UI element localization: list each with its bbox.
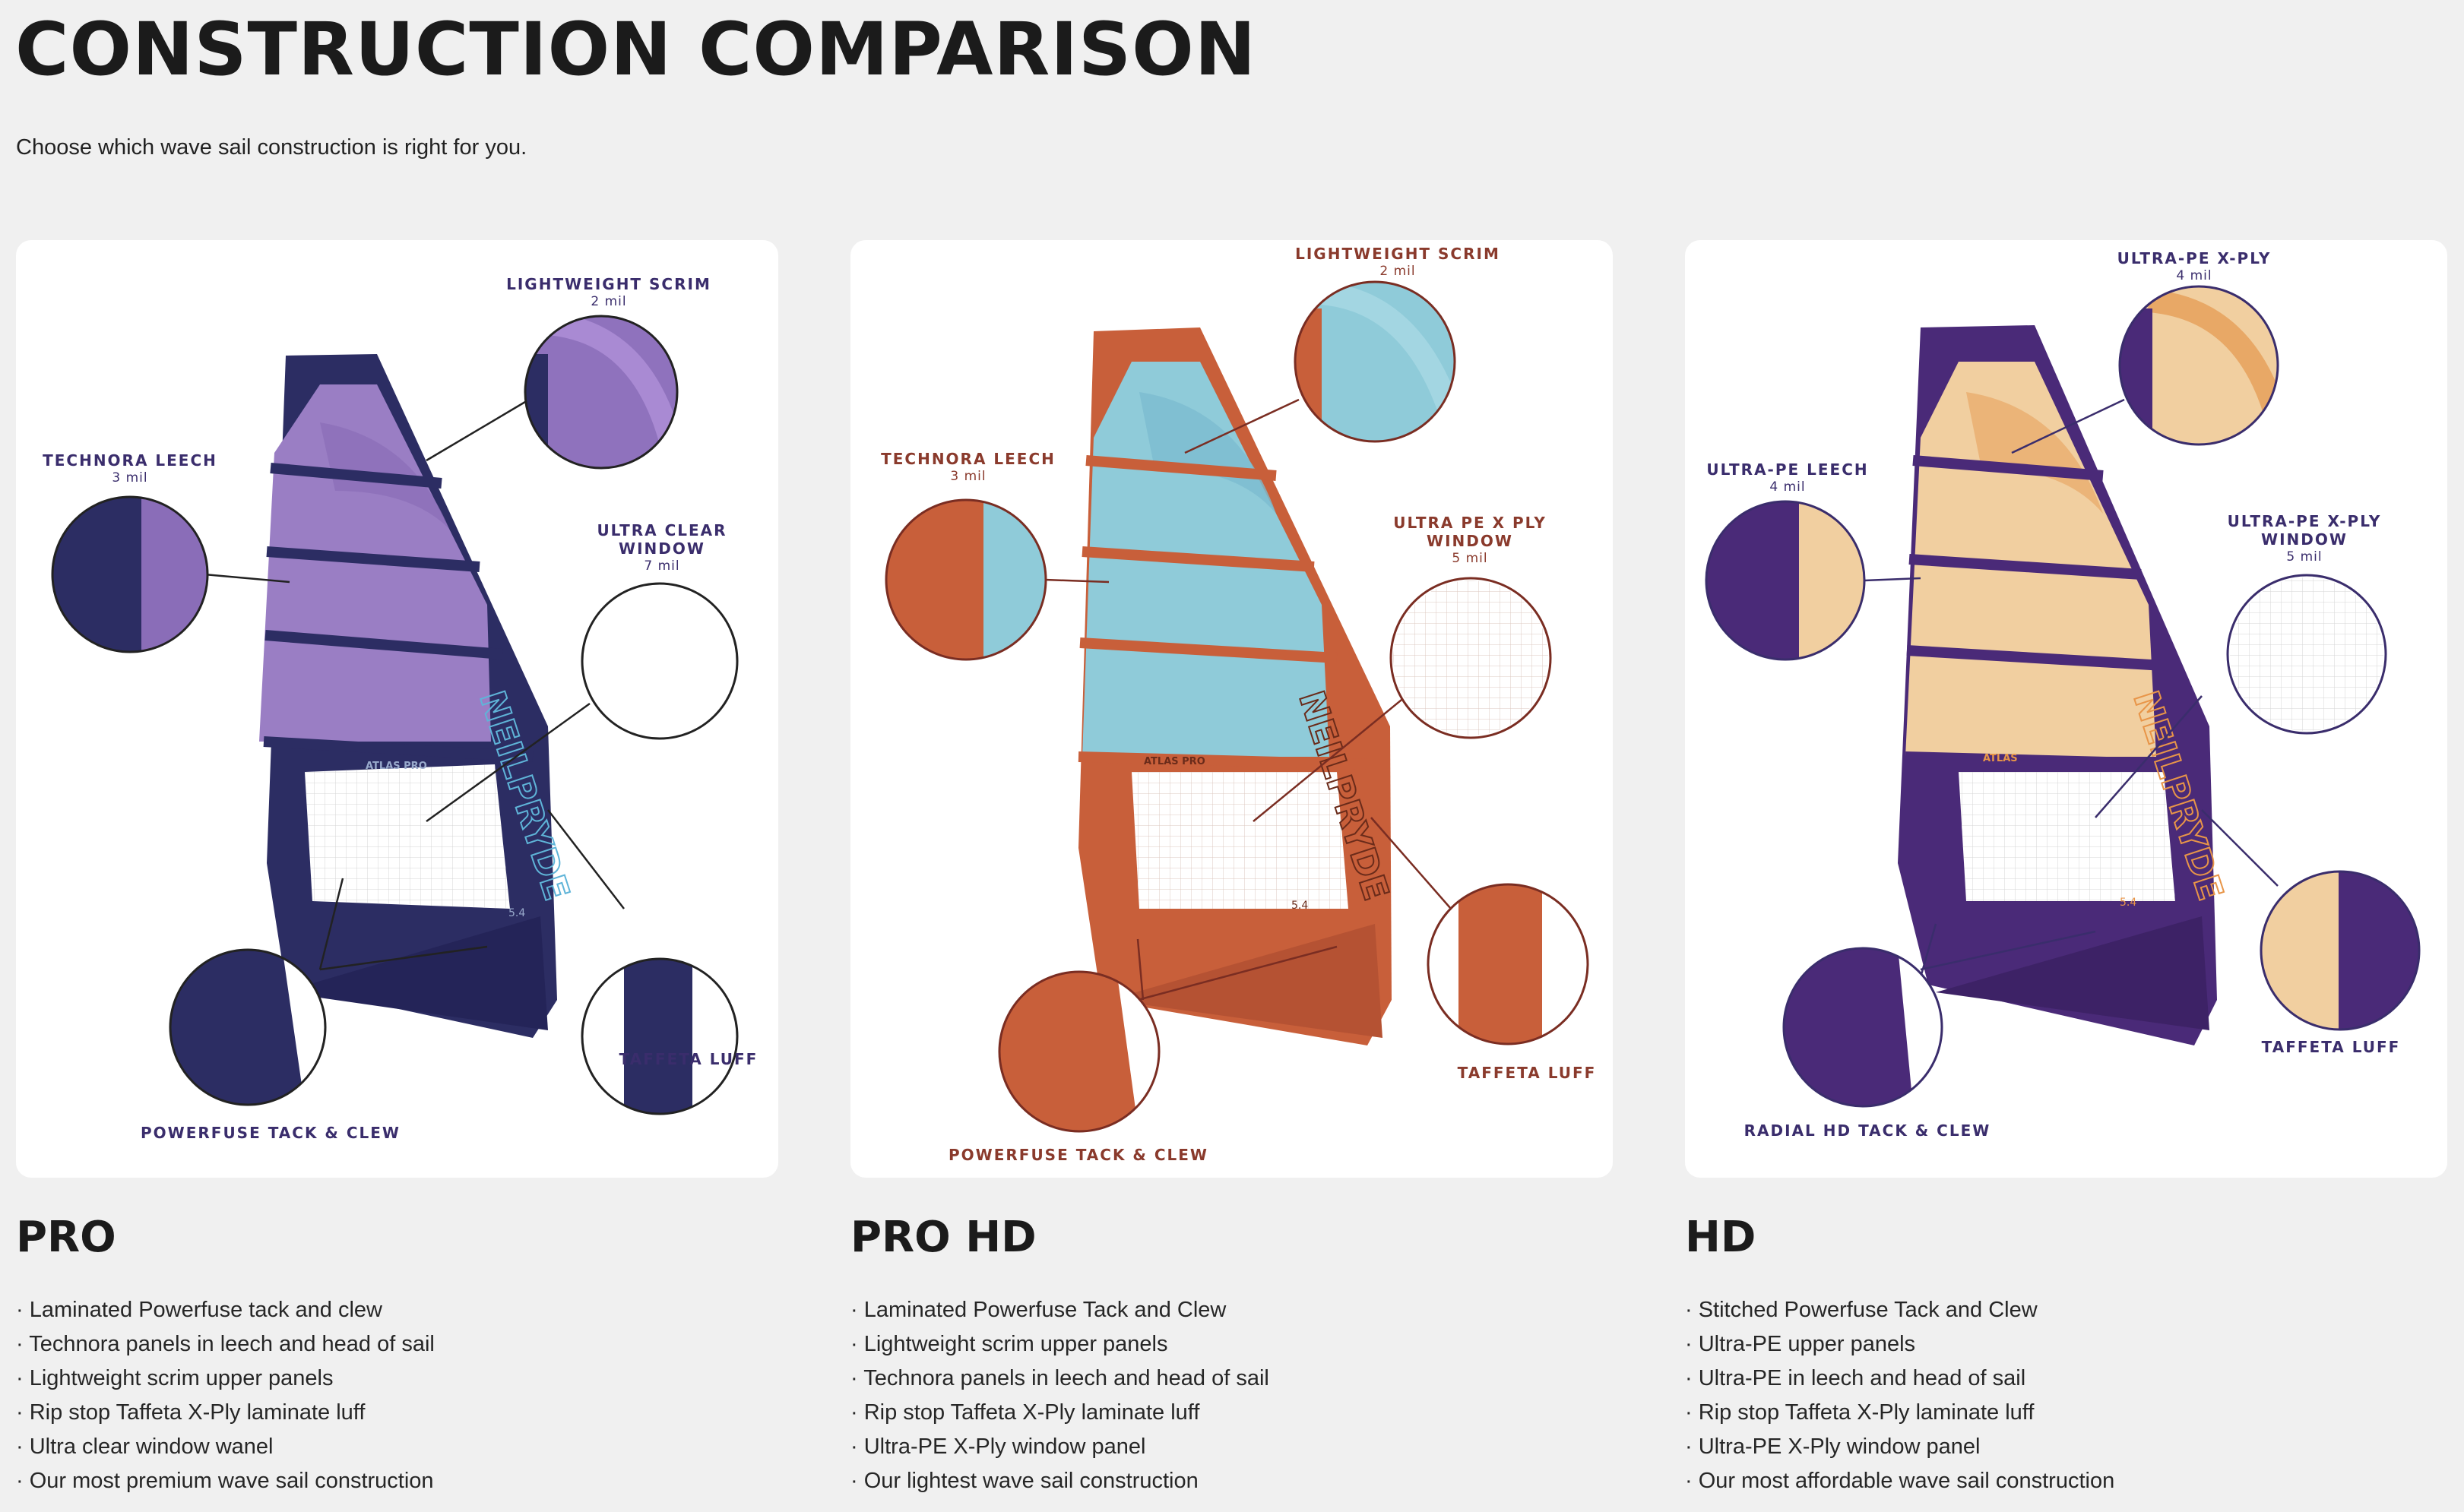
sail-illustration-pro-hd: NEILPRYDE ATLAS PRO 5.4	[885, 280, 1589, 1133]
sail-card-hd: NEILPRYDE ATLAS 5.4	[1685, 240, 2447, 1178]
list-item: Ultra-PE upper panels	[1685, 1327, 2114, 1362]
list-item: Ultra-PE X-Ply window panel	[1685, 1430, 2114, 1464]
sail-size-pro: 5.4	[508, 907, 525, 919]
page-subtitle: Choose which wave sail construction is r…	[16, 135, 527, 160]
detail-luff	[2260, 870, 2421, 1031]
sail-card-pro-hd: NEILPRYDE ATLAS PRO 5.4	[850, 240, 1613, 1178]
label-luff-pro-hd: TAFFETA LUFF	[1457, 1064, 1597, 1082]
detail-leech	[1705, 500, 1866, 661]
detail-tack	[1782, 947, 1943, 1108]
sail-model-pro: ATLAS PRO	[366, 761, 427, 772]
sail-body: NEILPRYDE ATLAS 5.4	[1898, 325, 2232, 1045]
feature-list-pro: Laminated Powerfuse tack and clew Techno…	[16, 1293, 435, 1498]
detail-scrim	[524, 315, 679, 470]
sail-illustration-pro: NEILPRYDE ATLAS PRO 5.4	[51, 315, 739, 1115]
list-item: Ultra-PE in leech and head of sail	[1685, 1362, 2114, 1396]
feature-list-hd: Stitched Powerfuse Tack and Clew Ultra-P…	[1685, 1293, 2115, 1498]
detail-window	[2226, 574, 2387, 735]
column-title-pro: PRO	[16, 1213, 116, 1262]
detail-scrim	[1294, 280, 1456, 443]
list-item: Our most affordable wave sail constructi…	[1685, 1464, 2115, 1498]
feature-list-pro-hd: Laminated Powerfuse Tack and Clew Lightw…	[850, 1293, 1269, 1498]
sail-body: NEILPRYDE ATLAS PRO 5.4	[259, 354, 578, 1038]
sail-model-pro-hd: ATLAS PRO	[1144, 756, 1205, 767]
list-item: Stitched Powerfuse Tack and Clew	[1685, 1293, 2114, 1327]
detail-tack	[998, 970, 1161, 1133]
sail-card-pro: NEILPRYDE ATLAS PRO 5.4	[16, 240, 778, 1178]
list-item: Technora panels in leech and head of sai…	[16, 1327, 435, 1362]
list-item: Laminated Powerfuse Tack and Clew	[850, 1293, 1269, 1327]
list-item: Laminated Powerfuse tack and clew	[16, 1293, 435, 1327]
sail-model-hd: ATLAS	[1983, 753, 2018, 764]
label-luff-hd: TAFFETA LUFF	[2261, 1038, 2401, 1056]
detail-luff	[1427, 883, 1589, 1045]
column-title-hd: HD	[1685, 1213, 1756, 1262]
label-luff-pro: TAFFETA LUFF	[619, 1050, 759, 1068]
detail-scrim	[2118, 285, 2279, 446]
label-tack-pro-hd: POWERFUSE TACK & CLEW	[949, 1146, 1208, 1164]
label-tack-pro: POWERFUSE TACK & CLEW	[141, 1124, 401, 1142]
sail-size-hd: 5.4	[2120, 897, 2136, 909]
list-item: Our lightest wave sail construction	[850, 1464, 1269, 1498]
list-item: Rip stop Taffeta X-Ply laminate luff	[850, 1396, 1269, 1430]
page-title: CONSTRUCTION COMPARISON	[15, 7, 1257, 92]
list-item: Lightweight scrim upper panels	[850, 1327, 1269, 1362]
column-title-pro-hd: PRO HD	[850, 1213, 1037, 1262]
list-item: Technora panels in leech and head of sai…	[850, 1362, 1269, 1396]
list-item: Rip stop Taffeta X-Ply laminate luff	[1685, 1396, 2114, 1430]
detail-leech	[885, 498, 1047, 661]
sail-illustration-hd: NEILPRYDE ATLAS 5.4	[1705, 285, 2421, 1108]
detail-tack	[169, 948, 327, 1106]
detail-window	[1389, 577, 1552, 739]
sail-size-pro-hd: 5.4	[1291, 900, 1308, 912]
list-item: Rip stop Taffeta X-Ply laminate luff	[16, 1396, 435, 1430]
list-item: Lightweight scrim upper panels	[16, 1362, 435, 1396]
callout-lines	[1864, 398, 2279, 978]
label-tack-hd: RADIAL HD TACK & CLEW	[1743, 1121, 1991, 1140]
sail-body: NEILPRYDE ATLAS PRO 5.4	[1078, 327, 1398, 1045]
list-item: Ultra clear window wanel	[16, 1430, 435, 1464]
list-item: Our most premium wave sail construction	[16, 1464, 435, 1498]
list-item: Ultra-PE X-Ply window panel	[850, 1430, 1269, 1464]
detail-leech	[51, 495, 209, 653]
detail-window	[581, 582, 739, 740]
detail-luff	[581, 957, 739, 1115]
callout-lines	[204, 398, 625, 971]
